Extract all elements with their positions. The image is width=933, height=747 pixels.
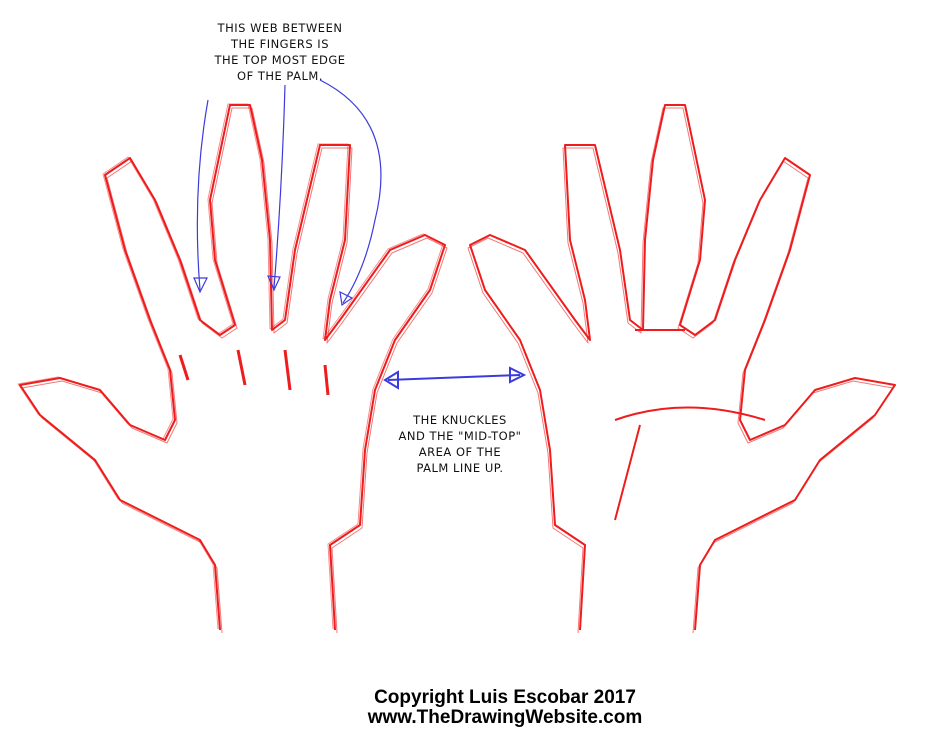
web-annotation: THIS WEB BETWEEN THE FINGERS IS THE TOP …: [180, 20, 380, 84]
copyright-text: Copyright Luis Escobar 2017: [374, 687, 636, 708]
website-text: www.TheDrawingWebsite.com: [367, 707, 643, 728]
right-hand-sketch: [467, 104, 896, 634]
annotation-line: THIS WEB BETWEEN: [217, 21, 343, 35]
double-arrow-knuckles-palm: [387, 374, 521, 381]
annotation-line: THE FINGERS IS: [230, 37, 330, 51]
arrow-web-1: [196, 99, 209, 291]
annotation-line: AND THE "MID-TOP": [398, 429, 522, 443]
annotation-line: THE TOP MOST EDGE: [214, 53, 346, 67]
arrow-web-2: [273, 84, 286, 289]
annotation-line: PALM LINE UP.: [416, 461, 504, 475]
knuckle-annotation: THE KNUCKLES AND THE "MID-TOP" AREA OF T…: [370, 412, 550, 476]
arrow-web-3: [319, 79, 382, 304]
annotation-line: THE KNUCKLES: [413, 413, 507, 427]
left-hand-sketch: [17, 103, 448, 634]
annotation-line: AREA OF THE: [418, 445, 502, 459]
guide-arrows: [193, 79, 527, 390]
annotation-line: OF THE PALM.: [237, 69, 323, 83]
